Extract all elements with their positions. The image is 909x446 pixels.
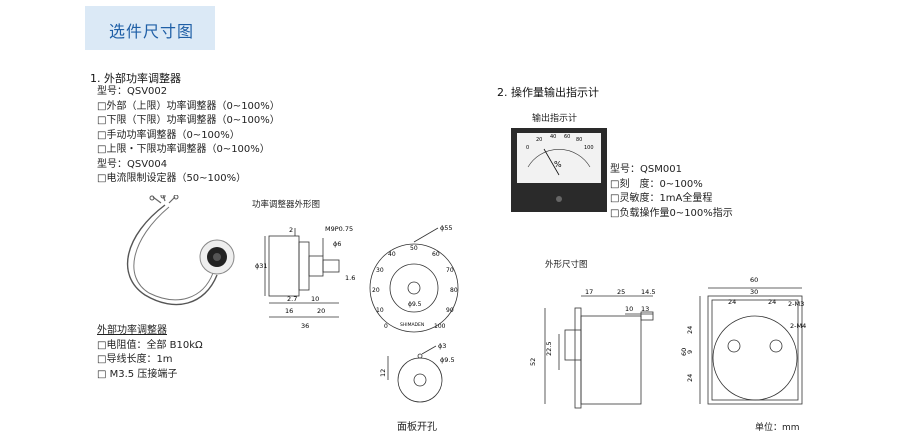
dim-phi3: ϕ3 — [438, 342, 446, 350]
dial-tick: 30 — [376, 267, 384, 274]
section1-title: 1. 外部功率调整器 — [90, 72, 181, 85]
dim-1-6: 1.6 — [345, 274, 355, 282]
drawing-title: 功率调整器外形图 — [252, 200, 321, 210]
dim-2: 2 — [289, 226, 293, 234]
meter-title: 输出指示计 — [532, 114, 578, 124]
meter-tick: 40 — [550, 134, 556, 140]
list-item: □ M3.5 压接端子 — [97, 368, 178, 380]
section2-list: 型号：QSM001 □刻 度：0~100% □灵敏度：1mA全量程 □负载操作量… — [610, 163, 733, 221]
dim-25: 25 — [617, 288, 625, 296]
dim-10: 10 — [625, 305, 633, 313]
dim-9: 9 — [686, 350, 694, 354]
sub-specs: 外部功率调整器 □电阻值：全部 B10kΩ □导线长度：1m □ M3.5 压接… — [97, 324, 203, 382]
dim-17: 17 — [585, 288, 593, 296]
dial-tick: 80 — [450, 287, 458, 294]
dial-brand: SHIMADEN — [400, 322, 424, 328]
power-adjuster-photo — [126, 195, 235, 306]
dim-phi9-5b: ϕ9.5 — [440, 356, 455, 364]
panel-cut-label: 面板开孔 — [397, 422, 437, 433]
dim-24b: 24 — [768, 298, 776, 306]
dim-10: 10 — [311, 295, 319, 303]
list-item: □外部（上限）功率调整器（0~100%） — [97, 100, 280, 112]
dial-tick: 0 — [384, 323, 388, 330]
section1-list: 型号：QSV002 □外部（上限）功率调整器（0~100%） □下限（下限）功率… — [97, 85, 280, 187]
dim-12: 12 — [380, 369, 387, 377]
meter-tick: 80 — [576, 137, 582, 143]
dim-phi6: ϕ6 — [333, 240, 341, 248]
dial-tick: 40 — [388, 251, 396, 258]
list-item: □负载操作量0~100%指示 — [610, 207, 733, 219]
dim-13: 13 — [641, 305, 649, 313]
adjuster-side-drawing: 2 M9P0.75 ϕ6 ϕ31 1.6 2.7 10 16 20 36 — [255, 225, 355, 330]
dim-phi9-5: ϕ9.5 — [408, 301, 422, 308]
page-title-tab: 选件尺寸图 — [85, 6, 215, 50]
dim-22-5: 22.5 — [545, 342, 553, 356]
list-item: □灵敏度：1mA全量程 — [610, 193, 713, 204]
list-item: □手动功率调整器（0~100%） — [97, 129, 240, 141]
meter-photo: 0 20 40 60 80 100 % — [511, 128, 607, 212]
section2-title: 2. 操作量输出指示计 — [497, 86, 599, 99]
dim-36: 36 — [301, 322, 309, 330]
meter-front-drawing: 60 30 24 24 60 9 24 24 2-M3 2-M4 — [680, 276, 806, 405]
dim-20: 20 — [317, 307, 325, 315]
meter-side-drawing: 17 25 14.5 10 13 22.5 52 — [529, 288, 655, 409]
list-item: □电阻值：全部 B10kΩ — [97, 339, 203, 351]
dim-30: 30 — [750, 288, 758, 296]
list-item: □电流限制设定器（50~100%） — [97, 173, 247, 184]
dim-2-m4: 2-M4 — [790, 322, 806, 330]
panel-cut-drawing: ϕ3 ϕ9.5 12 — [380, 342, 455, 403]
list-item: 型号：QSM001 — [610, 164, 682, 175]
dim-phi31: ϕ31 — [255, 262, 268, 270]
list-item: □下限（下限）功率调整器（0~100%） — [97, 115, 280, 126]
list-item: □刻 度：0~100% — [610, 178, 703, 190]
dim-2-m3: 2-M3 — [788, 300, 804, 308]
meter-unit: % — [554, 160, 562, 169]
dial-tick: 70 — [446, 267, 454, 274]
meter-tick: 20 — [536, 137, 542, 143]
list-item: □导线长度：1m — [97, 354, 173, 365]
unit-label: 单位：mm — [755, 423, 800, 433]
dim-16: 16 — [285, 307, 293, 315]
dim-phi55: ϕ55 — [440, 224, 453, 232]
dial-tick: 100 — [434, 323, 446, 330]
dim-60v: 60 — [680, 348, 688, 356]
dial-tick: 10 — [376, 307, 384, 314]
meter-tick: 100 — [584, 145, 594, 151]
dim-m9: M9P0.75 — [325, 225, 353, 233]
page-title: 选件尺寸图 — [109, 22, 195, 41]
dim-52: 52 — [529, 358, 537, 366]
dim-60: 60 — [750, 276, 758, 284]
adjuster-dial-drawing: ϕ55 0 10 20 30 40 50 60 70 80 90 100 ϕ9.… — [369, 224, 459, 333]
meter-tick: 60 — [564, 134, 570, 140]
list-item: □上限・下限功率调整器（0~100%） — [97, 144, 270, 155]
meter-tick: 0 — [526, 145, 529, 151]
dim-24a: 24 — [728, 298, 736, 306]
list-item: 型号：QSV004 — [97, 158, 168, 170]
dim-2-7: 2.7 — [287, 295, 297, 303]
dim-24c: 24 — [686, 326, 694, 334]
sub-title: 外部功率调整器 — [97, 325, 167, 336]
dial-tick: 50 — [410, 245, 418, 252]
dial-tick: 20 — [372, 287, 380, 294]
dial-tick: 90 — [446, 307, 454, 314]
dim-14-5: 14.5 — [641, 288, 655, 296]
list-item: 型号：QSV002 — [97, 86, 168, 97]
dial-tick: 60 — [432, 251, 440, 258]
outline-drawing-title: 外形尺寸图 — [545, 260, 588, 270]
dim-24d: 24 — [686, 374, 694, 382]
